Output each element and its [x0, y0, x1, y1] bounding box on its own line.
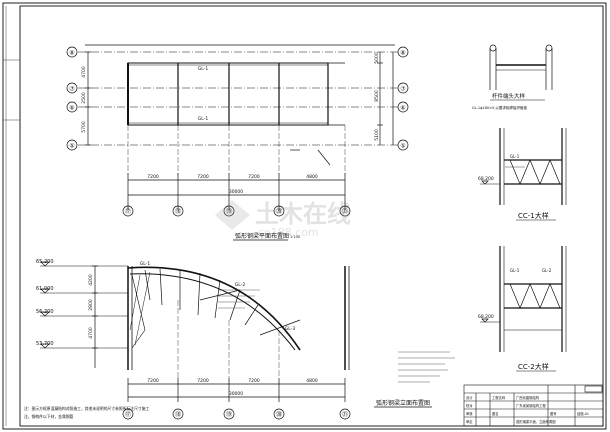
plan-left-dim-2: 2500 — [81, 92, 87, 104]
rod-end-detail — [489, 44, 553, 90]
elevation-title: 弧形钢梁立面布置图 — [374, 399, 432, 408]
plan-total-dim: 30000 — [229, 189, 243, 195]
cc1-label: GL-1 — [510, 154, 520, 159]
elev-col-axis-5: ㉑ — [342, 411, 348, 419]
cc2-detail — [480, 246, 567, 352]
elev-label-1: GL-1 — [140, 261, 151, 267]
elev-col-axis-2: ⑱ — [175, 411, 181, 419]
tb-label-check: 校对 — [466, 403, 473, 408]
plan-row-axis-2: ⑦ — [69, 86, 75, 93]
plan-row-axis-right-2: ⑦ — [400, 86, 406, 93]
cc2-title: CC-2大样 — [518, 362, 549, 371]
elev-col-axis-4: ⑳ — [276, 411, 282, 419]
tb-label-design: 设计 — [466, 395, 473, 400]
cc1-detail — [480, 128, 567, 205]
plan-title-text: 弧形钢梁平面布置图 — [235, 232, 289, 240]
plan-row-axis-right-3: ⑥ — [400, 105, 405, 112]
elev-bottom-dim-1: 7200 — [147, 378, 159, 384]
elev-col-axis-3: ⑲ — [226, 411, 232, 419]
plan-row-axis-bubbles — [66, 46, 409, 151]
plan-row-axis-1: ⑧ — [69, 50, 74, 57]
plan-bottom-dim-3: 7200 — [248, 174, 260, 180]
inner-border — [19, 5, 604, 427]
note-line-2: 注，钢构件以下材，金属钢管 — [24, 414, 74, 419]
plan-right-dim-2: 8500 — [374, 90, 380, 102]
plan-scale: 1:100 — [290, 235, 300, 239]
cc2-level: 68.200 — [478, 314, 494, 320]
tb-project: 广东省某钢结构工程 — [516, 403, 546, 408]
plan-bottom-dim-1: 7200 — [147, 174, 159, 180]
tb-label-project: 工程名称 — [492, 395, 506, 400]
elev-bottom-dim-2: 7200 — [197, 378, 209, 384]
plan-col-axis-3: ⑲ — [226, 208, 232, 216]
cc2-label-2: GL-2 — [542, 268, 552, 273]
cc2-label-1: GL-1 — [510, 268, 520, 273]
elev-left-dim-1: 4200 — [88, 274, 94, 286]
plan-bottom-dim-2: 7200 — [197, 174, 209, 180]
watermark: 土木在线 co188.com — [215, 200, 351, 239]
plan-beam-label-1: GL-1 — [198, 66, 209, 72]
plan-left-dim-1: 4700 — [81, 66, 87, 78]
tb-label-drawing: 图名 — [492, 411, 499, 416]
elev-bottom-dim-4: 4800 — [306, 378, 318, 384]
elev-left-dim-3: 4700 — [88, 327, 94, 339]
elev-bottom-dim-3: 7200 — [248, 378, 260, 384]
elev-total-dim: 30000 — [229, 391, 243, 397]
plan-bottom-dim-4: 4800 — [306, 174, 318, 180]
plan-row-axis-4: ⑤ — [69, 143, 74, 150]
rod-detail-note: GL-1φ180×5,以要求相焊接拼管道 — [472, 105, 527, 110]
elev-level-3: 56.200 — [36, 309, 54, 315]
elev-level-4: 53.700 — [36, 341, 54, 347]
title-block — [463, 384, 604, 427]
plan-row-axis-right-4: ⑤ — [400, 143, 405, 150]
elev-col-axis-bubbles — [122, 408, 351, 420]
elevation-title-text: 弧形钢梁立面布置图 — [376, 399, 430, 407]
tb-sheet-no: 结施-01 — [577, 411, 589, 416]
cc1-level: 68.200 — [478, 176, 494, 182]
plan-title: 弧形钢梁平面布置图 1:100 — [233, 232, 300, 241]
plan-col-axis-bubbles — [122, 205, 351, 217]
tb-label-sheet: 图号 — [550, 411, 557, 416]
plan-view — [78, 44, 398, 210]
elev-level-2: 61.000 — [36, 286, 54, 292]
elevation-view — [40, 261, 350, 402]
plan-right-dim-1: 5000 — [374, 52, 380, 64]
watermark-url: co188.com — [258, 226, 319, 239]
elevation-note-block — [218, 289, 455, 383]
tb-drawing-name: 弧形钢梁平面、立面布置图 — [516, 419, 556, 424]
plan-right-dim-3: 5100 — [374, 129, 380, 141]
plan-col-axis-5: ㉑ — [342, 208, 348, 216]
tb-company: 广西化建钢结构 — [516, 395, 540, 400]
plan-col-axis-2: ⑱ — [175, 208, 181, 216]
plan-col-axis-4: ⑳ — [276, 208, 282, 216]
rod-detail-title: 杆件端头大样 — [492, 92, 526, 100]
elev-label-2: GL-2 — [235, 282, 246, 288]
plan-beam-label-2: GL-1 — [198, 116, 209, 122]
elev-label-3: GL-3 — [285, 326, 296, 332]
tb-label-review: 审核 — [466, 411, 473, 416]
plan-row-axis-right-1: ⑧ — [400, 50, 405, 57]
note-line-1: 注：图示方框原混凝结构对照施工，其他未说明的尺寸参照所标注尺寸施工 — [24, 406, 149, 411]
tb-label-approve: 审定 — [466, 419, 473, 424]
cc1-title: CC-1大样 — [518, 211, 549, 220]
plan-row-axis-3: ⑥ — [69, 105, 74, 112]
plan-left-dim-3: 5700 — [81, 121, 87, 133]
plan-col-axis-1: ⑰ — [125, 208, 131, 216]
elev-left-dim-2: 2800 — [88, 299, 94, 311]
elev-level-1: 65.200 — [36, 259, 54, 265]
elev-col-axis-1: ⑰ — [125, 411, 131, 419]
watermark-text: 土木在线 — [255, 200, 351, 228]
